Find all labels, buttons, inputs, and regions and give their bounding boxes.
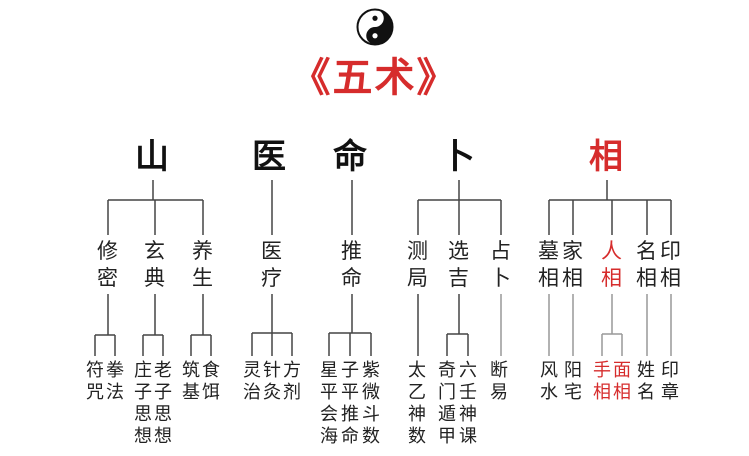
diagram-title: 《五术》: [290, 55, 459, 101]
leaf-mianxiang: 面相: [613, 360, 631, 403]
sub-xuanji: 选吉: [448, 239, 469, 290]
sub-renxiang: 人相: [601, 239, 622, 290]
sub-yangsheng: 养生: [192, 239, 213, 290]
leaf-shouxiang: 手相: [593, 360, 611, 403]
branch-yi: 医: [252, 137, 286, 177]
leaf-liuren: 六壬神课: [459, 360, 477, 447]
leaf-ziwei: 紫微斗数: [362, 360, 380, 447]
leaf-xingming: 姓名: [637, 360, 655, 403]
leaf-yinzhang: 印章: [661, 360, 679, 403]
leaf-qimen: 奇门遁甲: [438, 360, 456, 447]
sub-zhanbu: 占卜: [490, 239, 511, 290]
sub-xuandian: 玄典: [144, 239, 165, 290]
leaf-laozi: 老子思想: [154, 360, 172, 447]
branch-xiang: 相: [589, 137, 623, 177]
yin-yang-icon: [356, 8, 394, 46]
leaf-yangzhai: 阳宅: [564, 360, 582, 403]
leaf-taiyi: 太乙神数: [408, 360, 426, 447]
sub-tuiming: 推命: [341, 239, 362, 290]
sub-mingxiang: 名相: [636, 239, 657, 290]
leaf-zhuji: 筑基: [182, 360, 200, 403]
leaf-zhenjiu: 针灸: [263, 360, 281, 403]
leaf-duanyi: 断易: [490, 360, 508, 403]
sub-jiaxiang: 家相: [562, 239, 583, 290]
leaf-shier: 食饵: [202, 360, 220, 403]
leaf-zhuangzi: 庄子思想: [134, 360, 152, 447]
leaf-lingzhi: 灵治: [243, 360, 261, 403]
sub-muxiang: 墓相: [538, 239, 559, 290]
leaf-fuzhou: 符咒: [86, 360, 104, 403]
branch-shan: 山: [135, 137, 169, 177]
leaf-quanfa: 拳法: [106, 360, 124, 403]
branch-ming: 命: [333, 137, 367, 177]
leaf-fangji: 方剂: [283, 360, 301, 403]
sub-yinxiang: 印相: [660, 239, 681, 290]
sub-ceju: 测局: [407, 239, 428, 290]
sub-yiliao: 医疗: [261, 239, 282, 290]
leaf-ziping: 子平推命: [341, 360, 359, 447]
leaf-fengshui: 风水: [540, 360, 558, 403]
leaf-xingping: 星平会海: [320, 360, 338, 447]
sub-xiumi: 修密: [97, 239, 118, 290]
branch-bu: 卜: [441, 137, 475, 177]
